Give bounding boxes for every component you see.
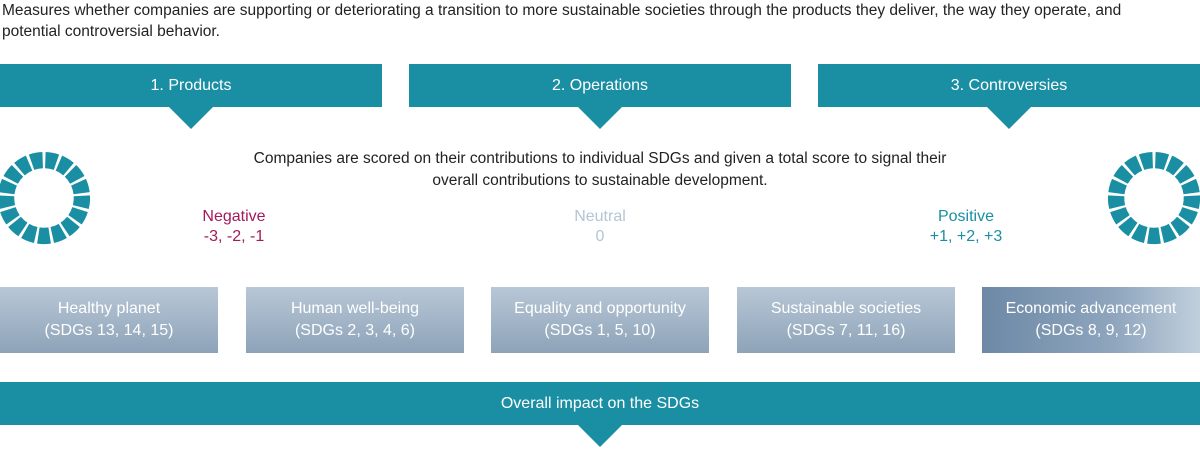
overall-impact-banner: Overall impact on the SDGs [0,382,1200,425]
sdg-wheel-segment [1138,151,1153,170]
theme-name: Economic advancement [1005,300,1177,317]
intro-text: Measures whether companies are supportin… [2,2,1122,40]
sdg-wheel-segment [1155,151,1170,170]
sdg-wheel-segment [0,178,17,195]
score-negative: Negative -3, -2, -1 [154,207,314,247]
theme-name: Healthy planet [57,300,161,317]
sdg-wheel-segment [1165,155,1184,176]
score-negative-label: Negative [202,208,266,225]
pillar-label: 2. Operations [551,76,649,94]
sdg-wheel-segment [50,223,67,243]
theme-equality-opportunity: Equality and opportunity (SDGs 1, 5, 10) [491,287,709,353]
sdg-wheel-segment [8,216,28,237]
theme-name: Sustainable societies [770,300,922,317]
sdg-wheel-segment [14,155,33,176]
sdg-wheel-icon [0,151,91,245]
pillar-label: 3. Controversies [950,76,1068,94]
theme-healthy-planet: Healthy planet (SDGs 13, 14, 15) [0,287,218,353]
sdg-wheel-segment [3,165,24,184]
score-neutral: Neutral 0 [520,207,680,247]
sdg-wheel-segment [45,151,60,170]
theme-name: Human well-being [290,300,420,317]
pillar-controversies: 3. Controversies [818,64,1200,107]
sdg-wheel-segment [1108,178,1127,195]
theme-sdgs: (SDGs 8, 9, 12) [1035,322,1147,339]
sdg-wheel-segment [60,216,80,237]
sdg-wheel-segment [37,227,51,245]
sdg-wheel-segment [1110,207,1130,225]
theme-sdgs: (SDGs 2, 3, 4, 6) [294,322,416,339]
theme-sdgs: (SDGs 13, 14, 15) [44,322,174,339]
sdg-wheel-segment [21,223,38,243]
pillar-products: 1. Products [0,64,382,107]
sdg-wheel-segment [1182,195,1200,210]
score-negative-values: -3, -2, -1 [203,228,265,245]
theme-name: Equality and opportunity [514,300,686,317]
pillar-operations: 2. Operations [409,64,791,107]
sdg-wheel-icon [1107,151,1200,245]
sdg-wheel-segment [1118,216,1138,237]
pillar-label: 1. Products [150,76,232,94]
sdg-wheel-segment [1170,216,1190,237]
score-positive: Positive +1, +2, +3 [886,207,1046,247]
sdg-wheel-segment [1113,165,1134,184]
overall-impact-label: Overall impact on the SDGs [500,394,700,412]
score-positive-label: Positive [937,208,995,225]
sdg-wheel-segment [1131,223,1148,243]
sdg-wheel-segment [1124,155,1143,176]
theme-sdgs: (SDGs 7, 11, 16) [786,322,906,339]
score-positive-values: +1, +2, +3 [929,228,1003,245]
score-neutral-values: 0 [595,228,605,245]
theme-sustainable-societies: Sustainable societies (SDGs 7, 11, 16) [737,287,955,353]
sdg-wheel-segment [1107,195,1126,210]
score-neutral-label: Neutral [574,208,626,225]
sdg-wheel-segment [0,195,16,209]
sdg-wheel-segment [1181,178,1200,195]
sdg-wheel-segment [28,151,43,170]
sdg-wheel-segment [64,165,85,184]
sdg-wheel-segment [1147,227,1161,245]
sdg-wheel-segment [1174,165,1195,184]
sdg-wheel-segment [71,178,90,195]
sdg-wheel-segment [68,207,88,225]
sdg-wheel-segment [1160,223,1177,243]
theme-sdgs: (SDGs 1, 5, 10) [544,322,656,339]
scoring-description: Companies are scored on their contributi… [253,150,947,189]
sdg-wheel-segment [55,155,74,176]
theme-economic-advancement: Economic advancement (SDGs 8, 9, 12) [982,287,1200,353]
theme-human-well-being: Human well-being (SDGs 2, 3, 4, 6) [246,287,464,353]
sdg-wheel-segment [1178,207,1198,225]
sdg-wheel-segment [0,207,20,225]
sdg-wheel-segment [72,195,91,210]
